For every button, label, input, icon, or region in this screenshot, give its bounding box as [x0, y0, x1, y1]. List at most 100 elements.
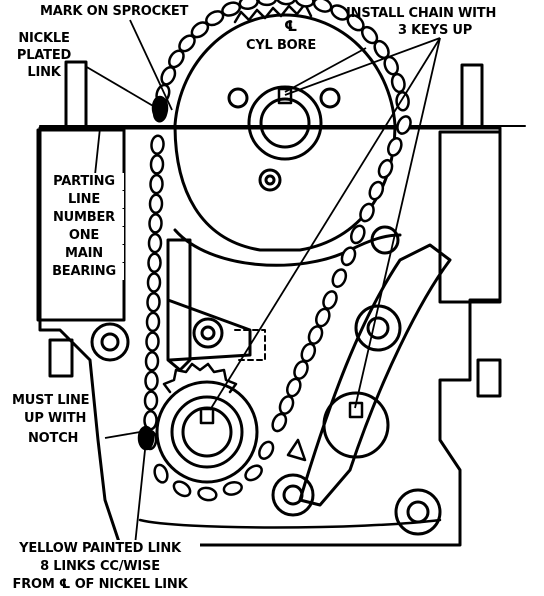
chain-link [149, 173, 164, 195]
lower-right-stud [476, 358, 502, 398]
left-guide-bolt [192, 317, 224, 349]
chain-link [238, 0, 259, 10]
chain-link [146, 291, 161, 313]
crank-keyway [199, 407, 215, 425]
left-guide-arm [166, 298, 252, 362]
chain-link [307, 325, 324, 345]
cover-curve [173, 228, 402, 267]
label-must-line-3: NOTCH [28, 430, 79, 447]
chain-link [390, 72, 406, 94]
yellow-painted-link [137, 425, 155, 451]
chain-link [256, 0, 278, 7]
label-parting-6: BEARING [44, 263, 124, 280]
left-guide-bolt-inner [200, 325, 216, 341]
chain-link [331, 268, 348, 288]
chain-link [147, 232, 163, 254]
chain-link [222, 480, 243, 496]
leader-mark-sprocket [129, 19, 173, 111]
left-chain-guide [166, 238, 192, 372]
nickel-plated-link [151, 95, 169, 121]
chain-link [271, 412, 288, 433]
right-stud [460, 63, 484, 130]
bolt-bottom-right [394, 488, 442, 536]
chain-link [146, 272, 162, 293]
label-must-line-2: UP WITH [24, 410, 87, 427]
label-parting-3: NUMBER [44, 209, 124, 226]
chain-link [149, 154, 165, 175]
chain-link [312, 0, 333, 13]
label-install-chain-1: INSTALL CHAIN WITH [346, 6, 497, 21]
left-stud [64, 60, 88, 130]
chain-link [322, 290, 338, 310]
cam-dowel [258, 168, 282, 192]
right-block-boss [438, 130, 502, 304]
chain-link [244, 464, 263, 482]
chain-link [160, 66, 177, 86]
label-parting-1: PARTING [44, 173, 124, 190]
chain-link [293, 360, 309, 380]
cam-bolt-hole-2 [319, 87, 341, 109]
label-centerline-symbol: ℄ [284, 17, 298, 35]
timing-chain [137, 0, 412, 502]
bolt-lower-left [90, 322, 130, 362]
bolt-right-hex [370, 225, 400, 255]
bolt-lower-left-inner [100, 332, 120, 352]
bolt-bottom-right-inner [406, 500, 430, 524]
chain-link [144, 370, 159, 392]
chain-link [145, 331, 160, 352]
chain-link [377, 158, 394, 179]
label-mark-on-sprocket: MARK ON SPROCKET [40, 4, 189, 19]
bolt-bottom-center-inner [282, 484, 304, 506]
leader-lines [84, 19, 441, 546]
chain-link [172, 480, 192, 498]
crank-sprocket-outer [155, 380, 259, 484]
leader-parting [94, 127, 101, 176]
cam-dowel-inner [264, 174, 276, 186]
chain-link [395, 91, 410, 112]
chain-link [315, 307, 331, 328]
chain-link [153, 463, 169, 484]
label-parting-4: ONE [44, 227, 124, 244]
hidden-outline [234, 329, 266, 361]
leader-nickle [84, 65, 161, 111]
label-nickle-2: PLATED [16, 48, 72, 63]
leader-yellow [134, 449, 146, 546]
chain-link [294, 0, 315, 8]
crank-sprocket-inner [181, 406, 233, 458]
chain-link [368, 180, 385, 201]
chain-link [144, 351, 160, 372]
chain-link [143, 390, 159, 411]
label-must-line-1: MUST LINE [12, 392, 90, 409]
chain-link [359, 202, 375, 223]
chain-link [286, 377, 302, 398]
chain-link [275, 0, 297, 6]
chain-link [147, 252, 162, 274]
right-boss-inner [366, 316, 390, 340]
leader-key-2 [284, 37, 441, 96]
leader-must-line [104, 431, 141, 439]
label-yellow-2: 8 LINKS CC/WISE [0, 558, 200, 575]
leader-key-3 [354, 37, 441, 409]
leader-cyl-bore [284, 47, 367, 93]
chain-link [387, 137, 403, 157]
left-block-boss [36, 128, 126, 322]
chain-link [145, 311, 161, 333]
label-yellow-3: FROM ℄ OF NICKEL LINK [0, 576, 200, 593]
label-parting-2: LINE [44, 191, 124, 208]
label-yellow-1: YELLOW PAINTED LINK [0, 540, 200, 557]
crank-sprocket-teeth [162, 362, 238, 394]
label-install-chain-2: 3 KEYS UP [398, 23, 473, 38]
chain-link [300, 342, 317, 363]
cam-keyway [277, 87, 293, 105]
cam-sprocket-teeth [233, 2, 313, 24]
cam-hub-inner [259, 97, 311, 149]
cam-sprocket [173, 13, 397, 252]
lower-left-stud [48, 338, 74, 378]
right-tensioner-shoe [298, 243, 452, 507]
chain-link [350, 224, 366, 245]
chain-link [148, 193, 164, 215]
chain-link [197, 486, 218, 502]
chain-link [396, 115, 412, 135]
